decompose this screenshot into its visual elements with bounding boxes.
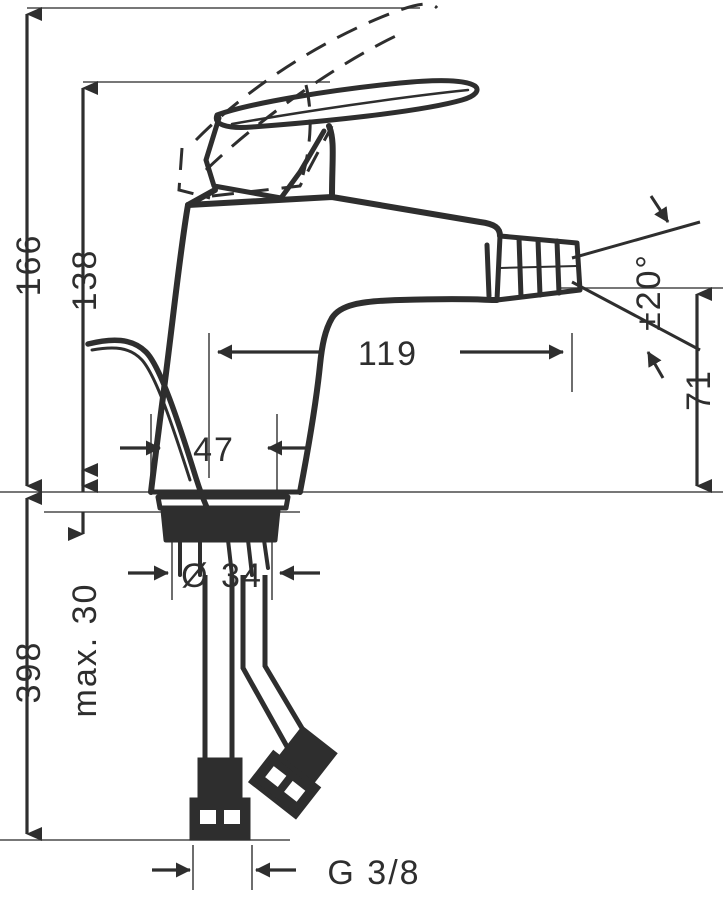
phantom-handle-bottom: [204, 32, 401, 172]
pull-rod-outer: [85, 337, 211, 513]
pull-rod-inner: [90, 346, 192, 482]
spout-underside: [297, 296, 500, 495]
label-max30: max. 30: [66, 583, 104, 718]
label-398: 398: [10, 641, 48, 704]
hose-left-connector: [189, 797, 251, 841]
base-gasket: [155, 494, 291, 511]
angle-leader-lower: [571, 280, 701, 352]
aerator-centerline: [499, 265, 578, 269]
dimension-lines: [25, 6, 712, 878]
label-angle: ±20°: [630, 253, 668, 331]
handle-hub-right: [278, 128, 327, 201]
shank-thread-5: [262, 538, 270, 570]
phantom-handle-top: [194, 2, 439, 142]
label-47: 47: [193, 431, 235, 469]
label-thread: G 3/8: [327, 854, 420, 892]
hose-right-connector-face-a: [265, 766, 287, 787]
aerator-collar: [484, 242, 492, 299]
lever-handle-paddle: [213, 78, 480, 130]
supply-hoses: [189, 575, 338, 841]
angle-arrow-lower-tail: [646, 351, 665, 379]
handle-stem: [326, 123, 336, 199]
aerator-housing: [494, 233, 583, 303]
label-dia34: Ø 34: [181, 557, 263, 595]
angle-arrow-upper-tail: [649, 195, 670, 223]
hose-left-connector-face-a: [200, 810, 216, 824]
hose-left-connector-face-b: [224, 810, 240, 824]
label-138: 138: [66, 249, 104, 312]
extension-lines: [0, 7, 723, 890]
popup-waste-pull-rod: [85, 337, 211, 513]
hose-right-edge-b: [262, 575, 315, 747]
hose-right-connector-face-b: [284, 780, 306, 802]
label-119: 119: [358, 335, 418, 373]
lever-raised-phantom: [177, 2, 439, 200]
mounting-shank: [160, 507, 281, 543]
label-71: 71: [680, 369, 718, 411]
faucet-outline: [148, 78, 583, 577]
shank-thread-3: [226, 538, 234, 577]
hose-right-end-group: [247, 725, 338, 820]
lever-handle-fold: [230, 88, 470, 126]
shank-thread-4: [246, 538, 254, 577]
swivel-angle-indicator: [571, 195, 701, 379]
body-top-edge: [185, 194, 503, 239]
hose-left-nut: [197, 757, 243, 803]
phantom-hub-right: [211, 125, 334, 198]
phantom-hub-left: [177, 147, 211, 200]
phantom-stem: [301, 84, 312, 176]
hose-right-edge-a: [240, 575, 293, 754]
label-166: 166: [10, 234, 48, 297]
hose-right-connector: [247, 749, 322, 820]
angle-leader-upper: [571, 220, 701, 260]
dimension-labels: 166 138 398 max. 30 71 ±20° 119 47 Ø 34 …: [10, 234, 718, 892]
